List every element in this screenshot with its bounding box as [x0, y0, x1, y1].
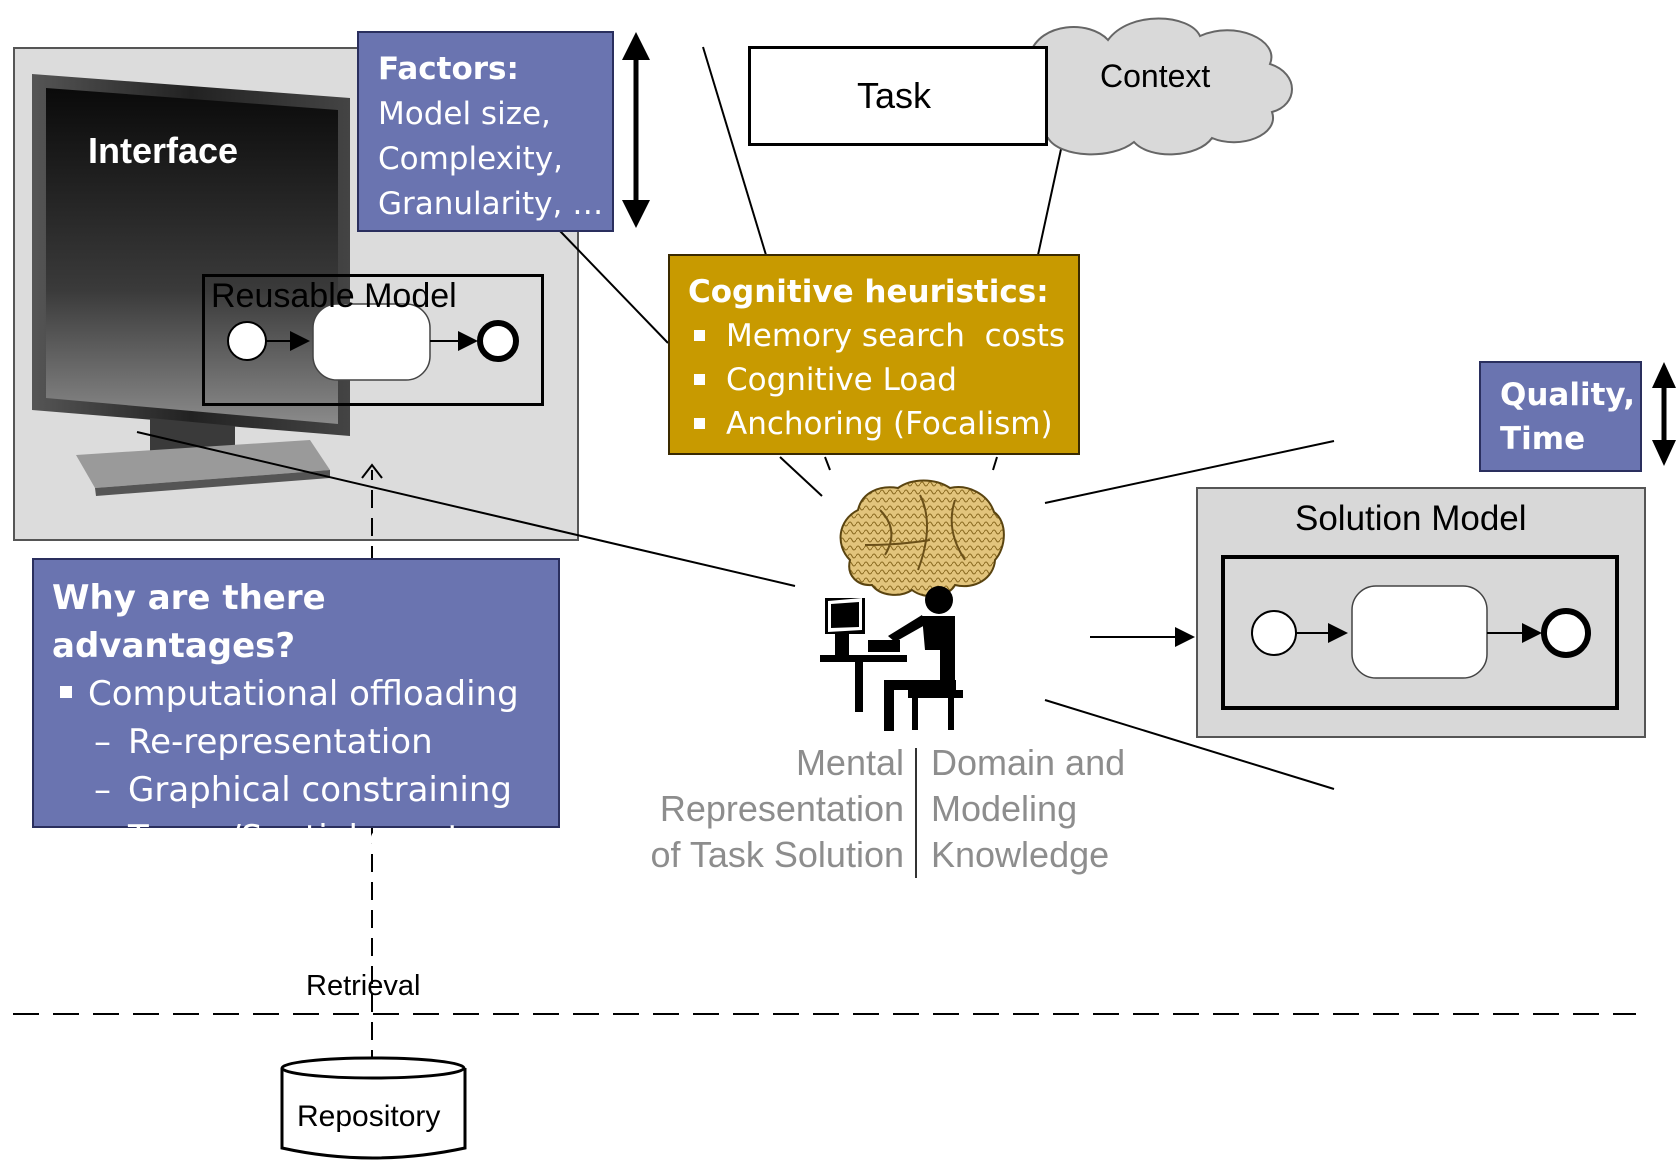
advantages-subitem: – Graphical constraining — [94, 770, 512, 810]
retrieval-arrow — [361, 463, 383, 1068]
connector-lines — [136, 46, 1335, 790]
advantages-heading: Why are there advantages? — [52, 578, 326, 666]
advantages-subitem: – Re-representation — [94, 722, 433, 762]
domain-knowledge-text: Domain and Modeling Knowledge — [931, 742, 1126, 875]
mental-representation-text: Mental Representation of Task Solution — [650, 742, 905, 875]
factors-box: Factors: Model size, Complexity, Granula… — [357, 31, 614, 232]
task-label: Task — [857, 75, 932, 116]
reusable-model-process — [227, 303, 519, 381]
factors-line: Complexity, — [378, 141, 563, 177]
solution-model-label: Solution Model — [1295, 499, 1527, 538]
solution-model-process — [1251, 585, 1591, 679]
quality-scale-arrow — [1652, 362, 1676, 466]
person-at-computer-icon — [820, 586, 963, 731]
heuristic-item: Cognitive Load — [688, 358, 1078, 402]
context-label: Context — [1100, 58, 1211, 94]
heuristic-item: Memory search costs — [688, 314, 1078, 358]
quality-time-box: Quality, Time — [1479, 361, 1642, 472]
retrieval-label: Retrieval — [306, 970, 421, 1002]
quality-line: Time — [1500, 421, 1586, 457]
advantages-bullet: Computational offloading — [52, 670, 558, 718]
factors-line: Model size, — [378, 96, 551, 132]
advantages-box: Why are there advantages? Computational … — [32, 558, 560, 858]
factors-heading: Factors: — [378, 51, 519, 87]
brain-icon — [839, 479, 1005, 598]
quality-line: Quality, — [1500, 377, 1635, 413]
heuristic-item: Anchoring (Focalism) — [688, 402, 1078, 446]
factors-line: Granularity, … — [378, 186, 604, 222]
cognitive-heuristics-box: Cognitive heuristics: Memory search cost… — [668, 254, 1080, 455]
heuristics-heading: Cognitive heuristics: — [688, 274, 1049, 310]
advantages-subitem: – Temp./Spatial constr. — [94, 818, 483, 858]
repository-label: Repository — [297, 1100, 441, 1133]
repository-cylinder-icon — [280, 1056, 467, 1160]
task-box: Task — [748, 46, 1048, 146]
interface-label: Interface — [88, 130, 239, 171]
factors-scale-arrow — [622, 32, 650, 228]
